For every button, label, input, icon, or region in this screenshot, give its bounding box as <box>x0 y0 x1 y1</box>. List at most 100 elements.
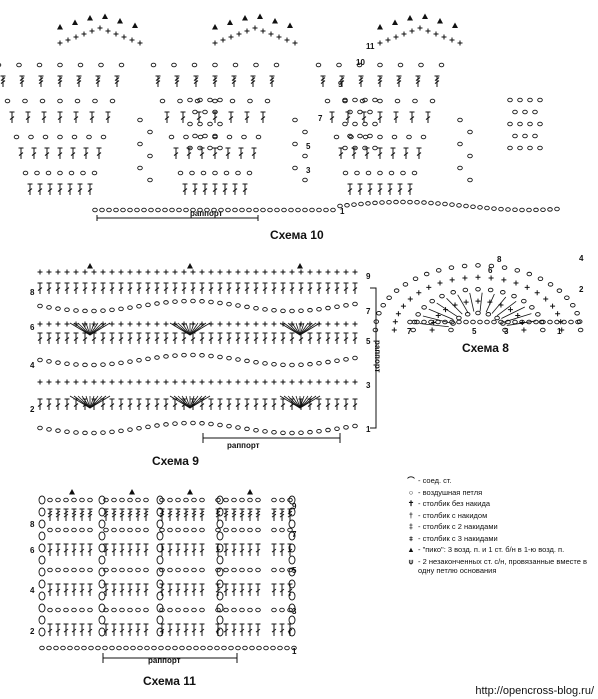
double-crochet-mark <box>127 543 133 556</box>
chain-stitch-mark <box>100 430 106 435</box>
double-crochet-mark <box>0 75 6 87</box>
chain-stitch-mark <box>295 207 301 213</box>
chain-stitch-mark <box>190 352 196 358</box>
chain-stitch-mark <box>211 207 217 213</box>
chain-stitch-mark <box>73 430 79 435</box>
chain-stitch-mark <box>435 319 441 325</box>
chain-stitch-mark <box>77 62 84 68</box>
chain-stitch-mark <box>502 327 508 333</box>
single-crochet-mark <box>550 303 556 309</box>
chain-stitch-mark <box>400 199 406 205</box>
single-crochet-mark <box>316 269 322 275</box>
picot-mark <box>187 489 193 495</box>
double-crochet-mark <box>55 508 61 521</box>
cluster-stitch-mark <box>98 603 106 613</box>
double-crochet-mark <box>109 398 115 410</box>
legend-text: - столбик без накида <box>418 499 490 508</box>
picot-mark <box>87 15 93 21</box>
chain-stitch-mark <box>217 121 223 127</box>
chain-stitch-mark <box>325 427 331 433</box>
picot-mark <box>452 22 458 28</box>
chain-stitch-mark <box>181 420 187 426</box>
double-crochet-mark <box>271 508 277 521</box>
chain-stitch-mark <box>377 134 383 140</box>
chain-stitch-mark <box>330 207 336 213</box>
chain-stitch-mark <box>260 207 266 213</box>
single-crochet-mark <box>417 25 423 31</box>
single-crochet-mark <box>73 34 79 40</box>
chain-stitch-mark <box>215 527 221 533</box>
picot-mark <box>377 24 383 30</box>
double-crochet-mark <box>255 543 261 556</box>
chain-stitch-mark <box>333 134 340 140</box>
chain-stitch-mark <box>39 645 45 651</box>
double-crochet-mark <box>223 623 229 636</box>
single-crochet-mark <box>181 269 187 275</box>
chain-stitch-mark <box>507 121 513 127</box>
double-crochet-mark <box>25 111 31 123</box>
chain-stitch-mark <box>526 271 533 277</box>
fan-stitch-mark <box>89 322 111 336</box>
chain-stitch-mark <box>183 607 189 613</box>
double-crochet-mark <box>76 75 82 87</box>
single-crochet-mark <box>73 269 79 275</box>
double-crochet-mark <box>280 332 286 344</box>
single-crochet-mark <box>235 269 241 275</box>
chain-stitch-mark <box>487 287 494 293</box>
fan-stitch-mark <box>173 322 191 336</box>
source-url[interactable]: http://opencross-blog.ru/ <box>475 685 594 697</box>
chain-stitch-mark <box>55 428 61 433</box>
legend-item: ○ - воздушная петля <box>404 488 594 498</box>
double-crochet-mark <box>87 583 93 596</box>
chain-stitch-mark <box>60 645 66 651</box>
chain-stitch-mark <box>435 201 441 206</box>
chain-stitch-mark <box>172 645 178 651</box>
double-crochet-mark <box>73 111 79 123</box>
chain-stitch-mark <box>456 315 462 321</box>
cluster-stitch-mark <box>98 543 106 553</box>
picot-mark <box>69 489 75 495</box>
single-crochet-mark <box>559 327 565 333</box>
chain-stitch-mark <box>42 134 49 140</box>
double-crochet-mark <box>199 583 205 596</box>
fan-stitch-mark <box>299 322 305 336</box>
chain-stitch-mark <box>470 319 476 325</box>
single-crochet-mark <box>109 321 115 327</box>
double-crochet-mark <box>279 543 285 556</box>
chain-stitch-mark <box>463 203 469 209</box>
chain-stitch-mark <box>167 607 173 613</box>
side-repeat-bracket <box>370 287 377 429</box>
double-crochet-mark <box>9 111 15 123</box>
cluster-stitch-mark <box>156 531 164 541</box>
cluster-stitch-mark <box>38 591 46 601</box>
double-crochet-mark <box>183 583 189 596</box>
cluster-stitch-mark <box>288 627 296 637</box>
chain-stitch-mark <box>135 567 141 573</box>
chain-stitch-mark <box>316 360 322 366</box>
chain-stitch-mark <box>74 98 81 104</box>
chain-stitch-mark <box>302 129 308 135</box>
chain-stitch-mark <box>386 199 392 205</box>
chain-stitch-mark <box>103 607 109 613</box>
chain-stitch-mark <box>223 567 229 573</box>
chain-stitch-mark <box>80 170 86 176</box>
double-crochet-mark <box>199 282 205 294</box>
chain-stitch-mark <box>68 170 75 176</box>
double-crochet-mark <box>193 75 199 87</box>
chain-stitch-mark <box>235 425 241 430</box>
single-crochet-mark <box>55 321 61 327</box>
chain-stitch-mark <box>73 362 79 367</box>
chain-stitch-mark <box>279 527 285 533</box>
cluster-stitch-mark <box>38 615 46 625</box>
double-crochet-mark <box>167 623 173 636</box>
fan-stitch-mark <box>73 322 91 336</box>
chain-stitch-mark <box>373 319 380 324</box>
single-crochet-mark <box>64 379 70 385</box>
chain-stitch-mark <box>379 200 385 205</box>
single-crochet-mark <box>113 31 119 37</box>
chain-stitch-mark <box>190 298 196 304</box>
chain-stitch-mark <box>484 205 490 211</box>
chain-stitch-mark <box>342 170 349 176</box>
double-crochet-mark <box>91 282 97 294</box>
double-crochet-mark <box>212 111 218 123</box>
